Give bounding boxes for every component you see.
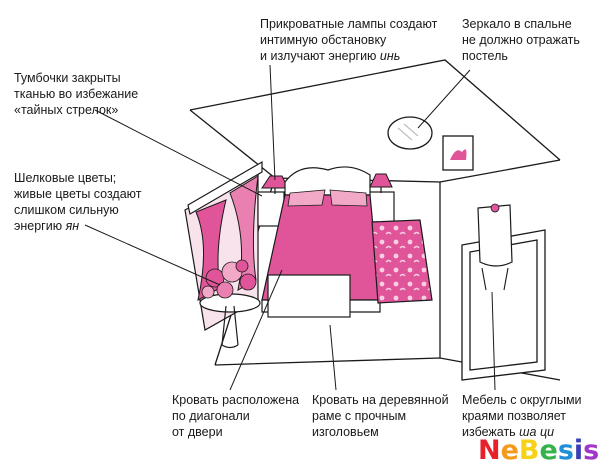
annotation-line: избежать ша ци: [462, 424, 582, 440]
annotation-term: ян: [65, 219, 80, 233]
annotation-line: «тайных стрелок»: [14, 103, 119, 117]
flowers-table: [199, 259, 261, 349]
annotation-line: Шелковые цветы;: [14, 171, 117, 185]
logo-letter: e: [500, 435, 519, 466]
annotation-line: краями позволяет: [462, 409, 567, 423]
nightstand-left: [257, 175, 289, 227]
annotation-bed-frame: Кровать на деревянной раме с прочным изг…: [312, 392, 449, 440]
bed: [261, 166, 381, 318]
rug: [371, 219, 433, 304]
annotation-line: Прикроватные лампы создают: [260, 17, 438, 31]
leader-lines: [84, 64, 496, 391]
annotation-silk-flowers: Шелковые цветы; живые цветы создают слиш…: [14, 170, 142, 234]
nebesis-logo: NeBesis: [478, 436, 599, 466]
annotation-line: раме с прочным: [312, 409, 407, 423]
rounded-wardrobe: [477, 203, 513, 291]
annotation-line: Кровать расположена: [172, 393, 300, 407]
logo-letter: s: [583, 435, 600, 466]
annotation-line: от двери: [172, 425, 223, 439]
annotation-term: ша ци: [519, 425, 555, 439]
wall-picture: [442, 135, 474, 171]
annotation-line: Кровать на деревянной: [312, 393, 449, 407]
logo-letter: i: [573, 435, 584, 466]
annotation-line: и излучают энергию инь: [260, 48, 437, 64]
annotation-rounded-furniture: Мебель с округлыми краями позволяет избе…: [462, 392, 582, 440]
annotation-bedside-lamps: Прикроватные лампы создают интимную обст…: [260, 16, 437, 64]
logo-letter: e: [539, 435, 558, 466]
logo-letter: B: [518, 435, 540, 466]
annotation-line: изголовьем: [312, 425, 379, 439]
annotation-line: Мебель с округлыми: [462, 393, 582, 407]
annotation-line: Зеркало в спальне: [462, 17, 572, 31]
annotation-line: не должно отражать: [462, 33, 580, 47]
annotation-line: энергию ян: [14, 218, 142, 234]
annotation-line: Тумбочки закрыты: [14, 71, 121, 85]
annotation-line: интимную обстановку: [260, 33, 387, 47]
annotation-line: слишком сильную: [14, 203, 119, 217]
logo-letter: s: [557, 435, 574, 466]
annotation-term: инь: [379, 49, 401, 63]
annotation-nightstands: Тумбочки закрыты тканью во избежание «та…: [14, 70, 138, 118]
annotation-text: энергию: [14, 219, 63, 233]
door: [461, 229, 546, 381]
annotation-line: тканью во избежание: [14, 87, 139, 101]
annotation-line: постель: [462, 49, 508, 63]
annotation-line: по диагонали: [172, 409, 250, 423]
annotation-line: живые цветы создают: [14, 187, 142, 201]
annotation-mirror: Зеркало в спальне не должно отражать пос…: [462, 16, 580, 64]
mirror: [387, 116, 433, 150]
logo-letter: N: [478, 435, 501, 466]
annotation-text: и излучают энергию: [260, 49, 377, 63]
annotation-bed-diagonal: Кровать расположена по диагонали от двер…: [172, 392, 299, 440]
annotation-text: избежать: [462, 425, 516, 439]
